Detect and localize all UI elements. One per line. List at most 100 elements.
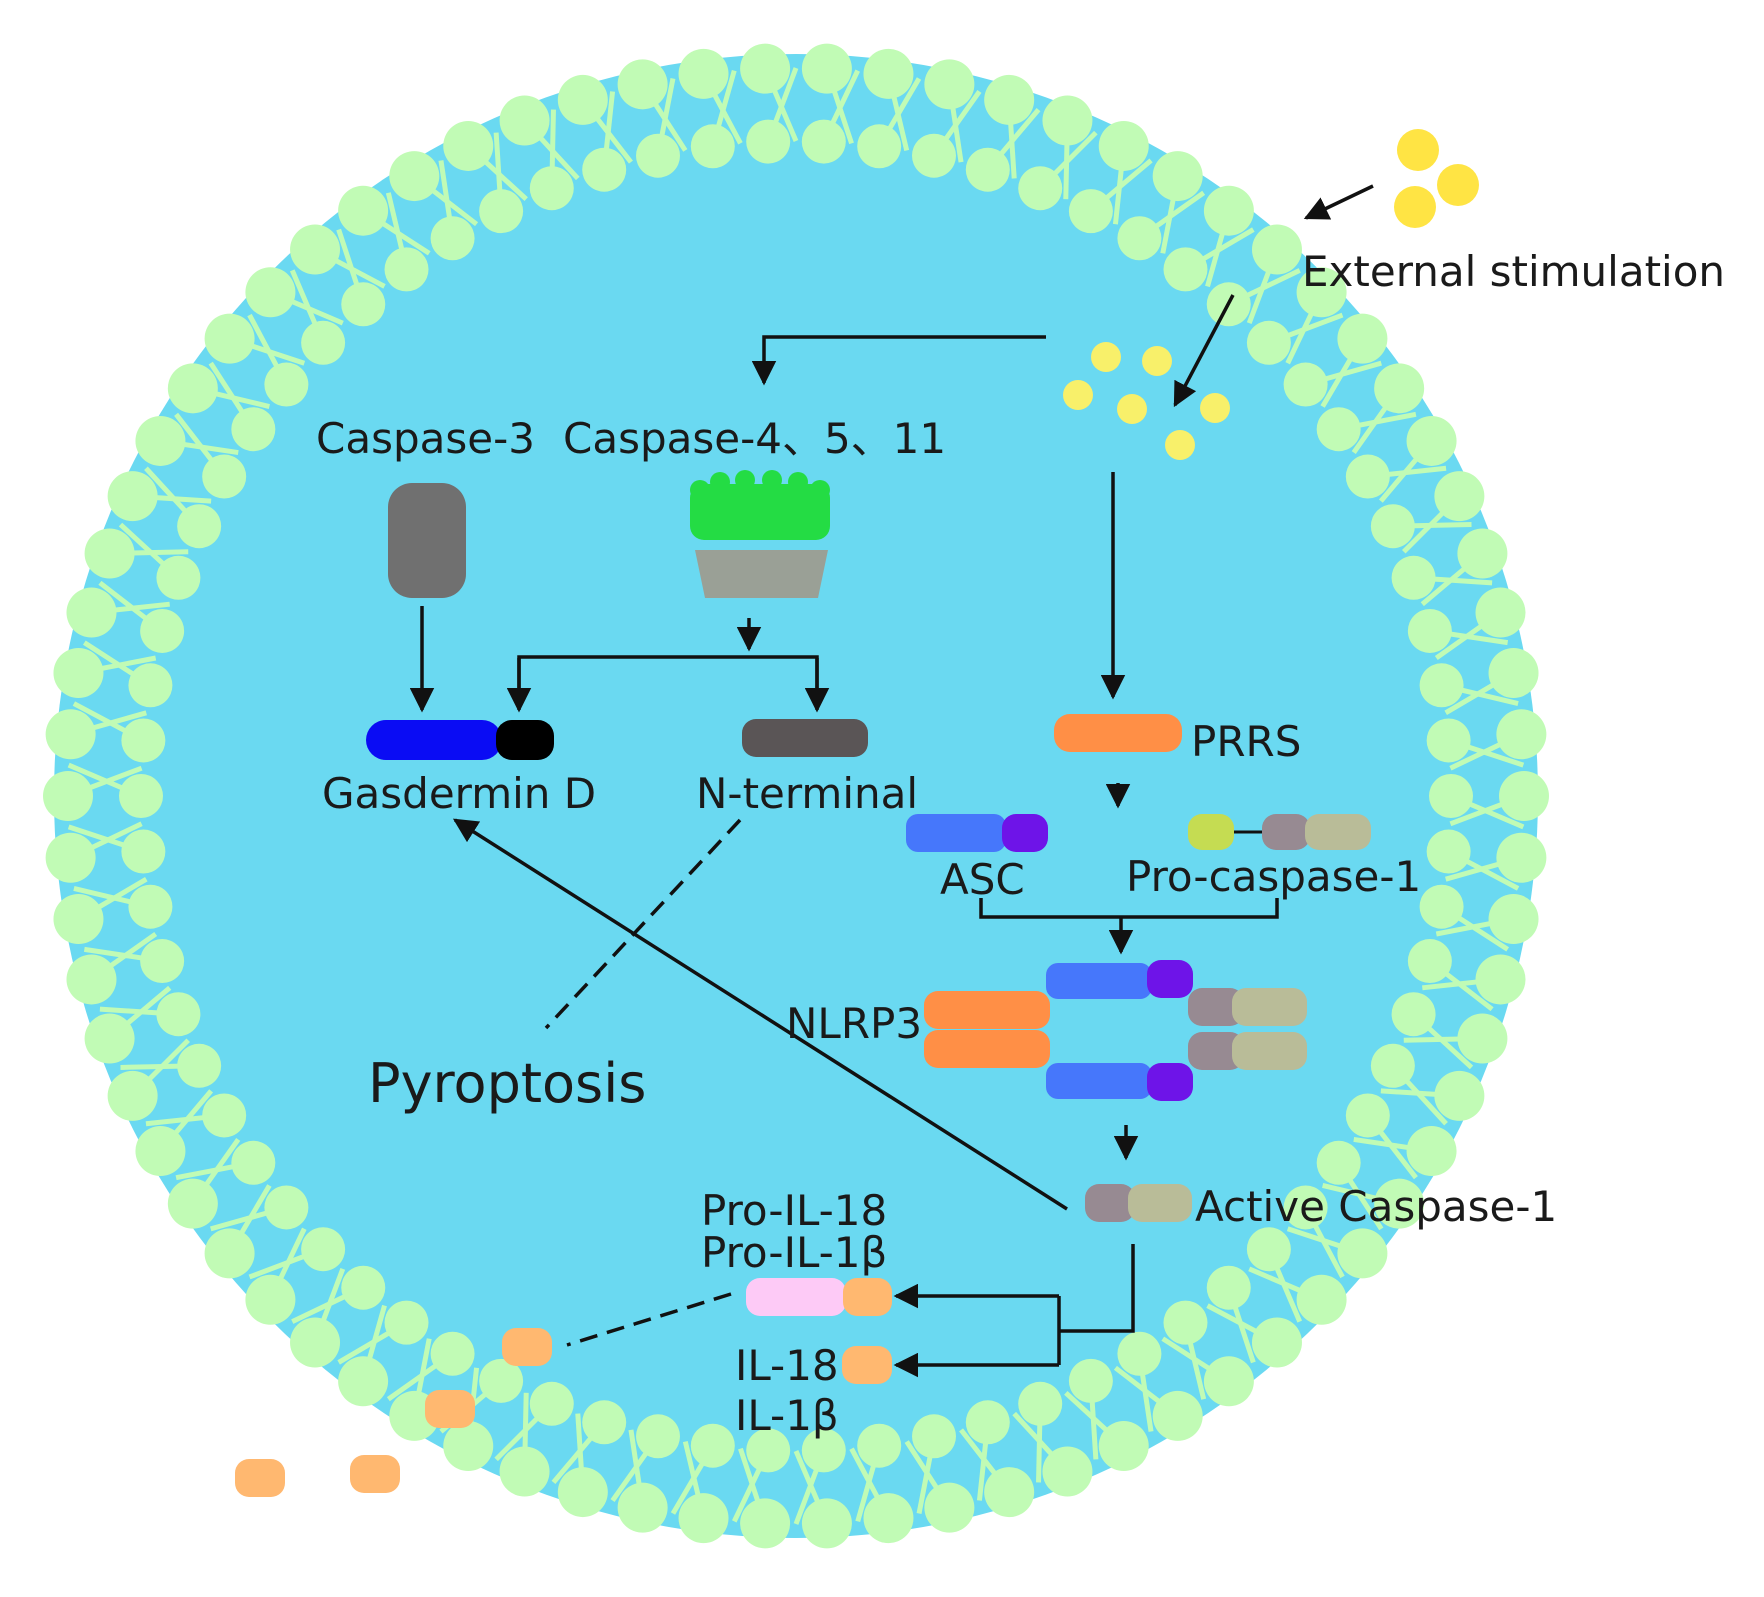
lipid-head <box>636 1414 681 1459</box>
caspase-3-icon <box>388 483 466 598</box>
lipid-head <box>121 718 166 763</box>
label-nlrp3: NLRP3 <box>786 999 923 1048</box>
lipid-head <box>1018 166 1063 211</box>
internal-stimulus-icon <box>1063 342 1230 460</box>
label-external-stimulation: External stimulation <box>1302 247 1726 296</box>
lipid-head <box>1496 832 1547 883</box>
label-pro-il-1b: Pro-IL-1β <box>701 1228 888 1277</box>
lipid-head <box>1391 555 1436 600</box>
lipid-head <box>1203 185 1254 236</box>
lipid-head <box>690 1423 735 1468</box>
lipid-head <box>53 647 104 698</box>
lipid-head <box>338 1356 389 1407</box>
lipid-head <box>1419 663 1464 708</box>
lipid-head <box>1337 313 1388 364</box>
lipid-head <box>1374 363 1425 414</box>
lipid-head <box>1068 1358 1113 1403</box>
lipid-head <box>1206 1265 1251 1310</box>
lipid-head <box>389 151 440 202</box>
lipid-head <box>1406 415 1457 466</box>
lipid-head <box>746 119 791 164</box>
label-gasdermin-d: Gasdermin D <box>322 769 597 818</box>
lipid-head <box>107 1070 158 1121</box>
lipid-head <box>636 133 681 178</box>
lipid-head <box>177 504 222 549</box>
label-il-18: IL-18 <box>735 1341 839 1390</box>
lipid-head <box>66 587 117 638</box>
lipid-head <box>1426 829 1471 874</box>
lipid-head <box>1203 1356 1254 1407</box>
lipid-head <box>290 224 341 275</box>
lipid-head <box>1163 247 1208 292</box>
dashed-n-terminal-to-pyroptosis <box>544 818 742 1030</box>
arrow-asc-procasp-bracket <box>979 898 1279 919</box>
lipid-head <box>746 1428 791 1473</box>
pro-caspase-1-icon <box>1188 814 1371 850</box>
lipid-head <box>740 1498 791 1549</box>
arrow-stimulus-enter <box>1173 294 1235 408</box>
lipid-head <box>84 1013 135 1064</box>
lipid-head <box>156 992 201 1037</box>
lipid-head <box>107 471 158 522</box>
lipid-head <box>801 43 852 94</box>
lipid-head <box>1316 1140 1361 1185</box>
lipid-head <box>924 59 975 110</box>
lipid-head <box>1068 189 1113 234</box>
lipid-head <box>1488 647 1539 698</box>
released-cytokine-icon <box>235 1328 552 1497</box>
lipid-head <box>1429 774 1473 818</box>
lipid-head <box>177 1043 222 1088</box>
lipid-head <box>1426 718 1471 763</box>
lipid-head <box>140 608 185 653</box>
lipid-head <box>529 1381 574 1426</box>
lipid-head <box>1434 1070 1485 1121</box>
lipid-head <box>479 189 524 234</box>
lipid-head <box>430 1331 475 1376</box>
lipid-head <box>66 954 117 1005</box>
lipid-head <box>863 48 914 99</box>
lipid-head <box>128 663 173 708</box>
lipid-head <box>984 1467 1035 1518</box>
lipid-head <box>53 894 104 945</box>
lipid-head <box>801 1498 852 1549</box>
label-pro-caspase-1: Pro-caspase-1 <box>1126 852 1422 901</box>
lipid-head <box>617 59 668 110</box>
lipid-head <box>1018 1381 1063 1426</box>
lipid-head <box>1488 894 1539 945</box>
lipid-head <box>1475 954 1526 1005</box>
lipid-head <box>1117 216 1162 261</box>
lipid-head <box>202 454 247 499</box>
lipid-head <box>245 267 296 318</box>
cell-membrane <box>43 43 1549 1549</box>
lipid-head <box>911 133 956 178</box>
lipid-head <box>384 247 429 292</box>
lipid-head <box>863 1493 914 1544</box>
lipid-head <box>801 1428 846 1473</box>
lipid-head <box>984 74 1035 125</box>
lipid-head <box>43 771 93 821</box>
pathway-arrows <box>409 184 1374 1378</box>
lipid-head <box>1246 1227 1291 1272</box>
lipid-head <box>1152 151 1203 202</box>
lipid-head <box>1406 1126 1457 1177</box>
lipid-head <box>1296 267 1347 318</box>
lipid-head <box>45 832 96 883</box>
lipid-head <box>678 48 729 99</box>
lipid-head <box>135 1126 186 1177</box>
lipid-head <box>167 1178 218 1229</box>
lipid-head <box>1419 884 1464 929</box>
lipid-head <box>1042 95 1093 146</box>
caspase-4-5-11-icon <box>690 470 830 598</box>
lipid-head <box>1345 1093 1390 1138</box>
lipid-head <box>290 1317 341 1368</box>
arrow-to-caspase-4-5-11 <box>751 335 1046 386</box>
lipid-head <box>1457 1013 1508 1064</box>
label-caspase-4-5-11: Caspase-4、5、11 <box>563 414 947 463</box>
lipid-head <box>857 1423 902 1468</box>
lipid-head <box>202 1093 247 1138</box>
lipid-head <box>384 1300 429 1345</box>
n-terminal-icon <box>742 719 868 757</box>
lipid-head <box>128 884 173 929</box>
lipid-head <box>1499 771 1549 821</box>
